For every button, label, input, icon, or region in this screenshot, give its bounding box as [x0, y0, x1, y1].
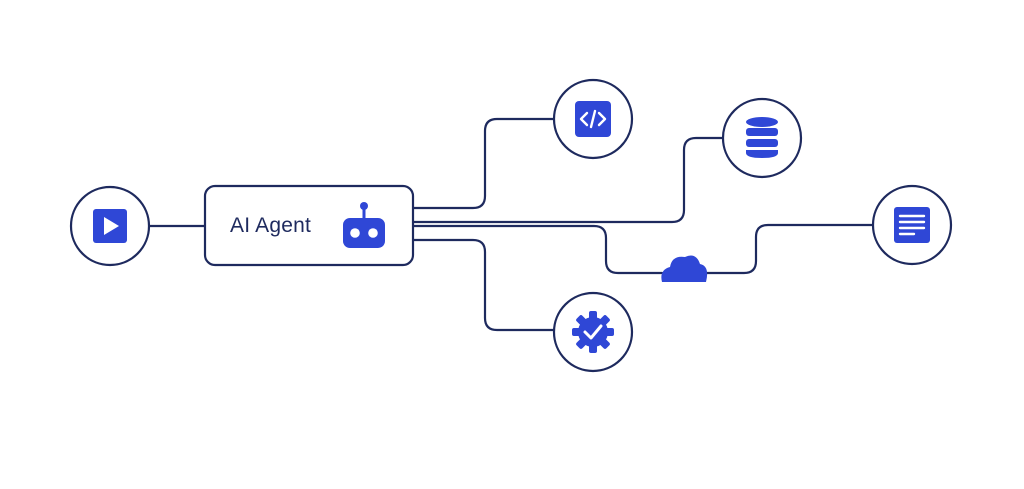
play-icon [93, 209, 127, 243]
ai-agent-label: AI Agent [230, 214, 311, 237]
database-node[interactable] [721, 97, 803, 179]
document-node[interactable] [871, 184, 953, 266]
ai-agent-node[interactable]: AI Agent [203, 184, 415, 267]
code-node[interactable] [552, 78, 634, 160]
document-icon [894, 207, 930, 243]
code-icon [575, 101, 611, 137]
database-icon [746, 117, 778, 158]
connector-agent-cloud [411, 224, 664, 275]
cloud-icon[interactable] [661, 255, 708, 282]
connector-agent-verify [411, 238, 556, 332]
verify-node[interactable] [552, 291, 634, 373]
connectors [147, 117, 874, 332]
trigger-node[interactable] [69, 185, 151, 267]
verified-gear-icon [572, 311, 614, 353]
connector-agent-code [411, 117, 556, 210]
robot-icon [343, 202, 385, 248]
connector-cloud-document [704, 223, 874, 275]
connector-agent-database [411, 136, 724, 224]
